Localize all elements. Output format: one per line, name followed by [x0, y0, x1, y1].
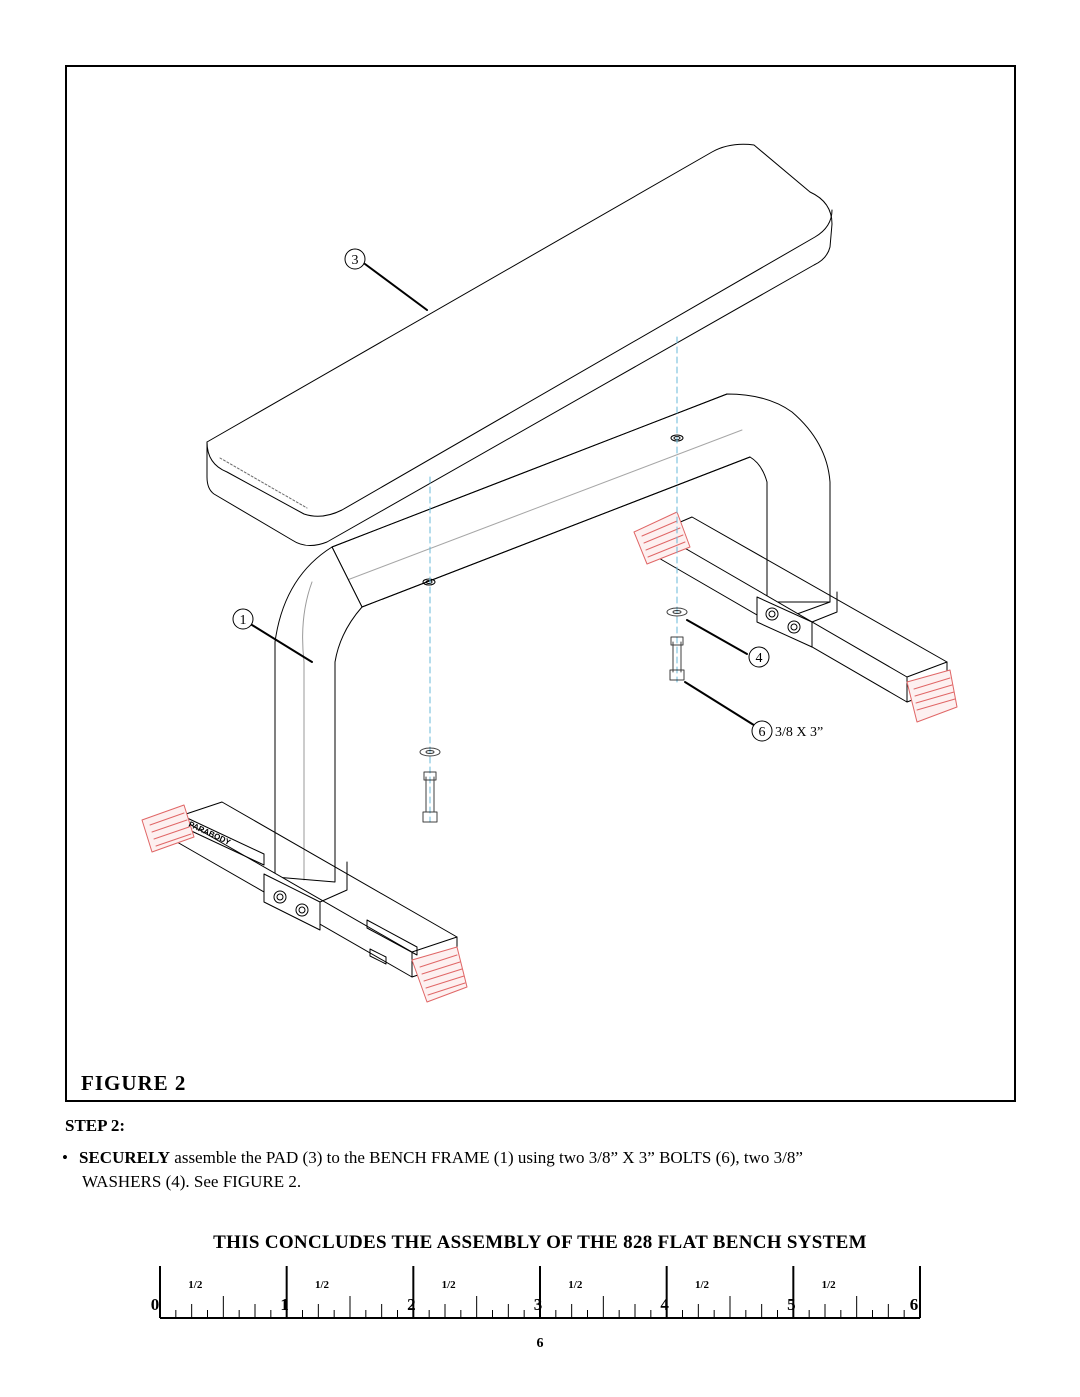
ruler-number: 1: [280, 1295, 289, 1314]
step-heading: STEP 2:: [65, 1116, 125, 1135]
back-base-foot: [633, 511, 958, 723]
callout-pad: 3: [344, 248, 366, 270]
front-base-foot: [141, 801, 468, 1003]
bolt-size-label: 3/8 X 3”: [775, 725, 823, 740]
step-bold-lead: SECURELY: [79, 1148, 171, 1167]
ruler-half-label: 1/2: [822, 1279, 837, 1291]
washer-and-bolt-back: [666, 607, 688, 681]
svg-text:1: 1: [240, 613, 247, 628]
bullet: •: [62, 1148, 68, 1167]
ruler-number: 2: [407, 1295, 416, 1314]
figure-label: FIGURE 2: [81, 1071, 187, 1095]
conclusion-heading: THIS CONCLUDES THE ASSEMBLY OF THE 828 F…: [213, 1232, 867, 1253]
ruler-half-label: 1/2: [315, 1279, 330, 1291]
callout-washer: 4: [748, 646, 770, 668]
page-number: 6: [536, 1336, 544, 1351]
washer-and-bolt-front: [419, 747, 441, 823]
step-text-line2: WASHERS (4). See FIGURE 2.: [82, 1172, 302, 1191]
ruler-number: 0: [151, 1295, 160, 1314]
ruler-number: 3: [534, 1295, 543, 1314]
svg-text:4: 4: [756, 651, 763, 666]
ruler-number: 5: [787, 1295, 796, 1314]
callout-bolt: 6 3/8 X 3”: [751, 720, 823, 742]
figure-frame: 3 1 4 6 3/8 X 3” PARABODY FIGURE 2: [65, 65, 1016, 1102]
bench-assembly-drawing: 3 1 4 6 3/8 X 3” PARABODY: [141, 143, 958, 1003]
ruler-half-label: 1/2: [188, 1279, 203, 1291]
pad-part: [206, 143, 833, 546]
callout-frame: 1: [232, 608, 254, 630]
ruler-number: 4: [660, 1295, 669, 1314]
ruler-half-label: 1/2: [695, 1279, 710, 1291]
svg-text:6: 6: [759, 725, 766, 740]
ruler-half-label: 1/2: [442, 1279, 457, 1291]
ruler-number: 6: [910, 1295, 919, 1314]
svg-text:3: 3: [352, 253, 359, 268]
ruler-half-label: 1/2: [568, 1279, 583, 1291]
step-text-line1: assemble the PAD (3) to the BENCH FRAME …: [170, 1148, 803, 1167]
step-instruction: • SECURELY assemble the PAD (3) to the BE…: [62, 1146, 1002, 1194]
inch-ruler: 0 1/2 1 1/2 2 1/2 3 1/2 4 1/2 5 1/2 6: [151, 1266, 921, 1319]
